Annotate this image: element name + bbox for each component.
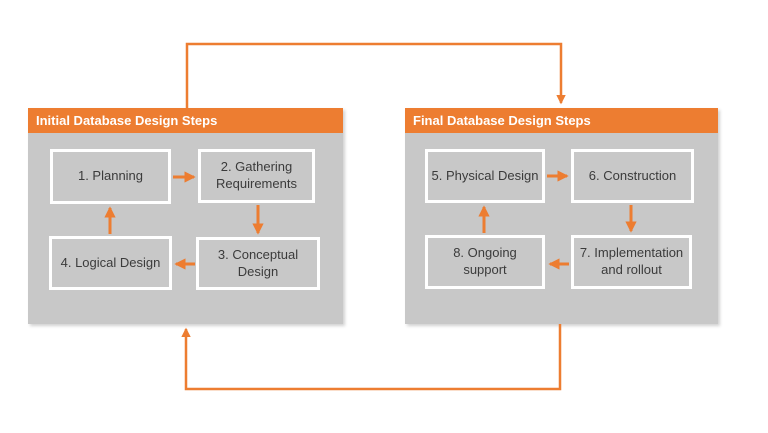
final-design-panel: Final Database Design Steps 5. Physical … (405, 108, 718, 324)
step-conceptual-design: 3. Conceptual Design (196, 237, 320, 290)
arrow-final-to-initial-loop (181, 324, 562, 391)
step-physical-design: 5. Physical Design (425, 149, 545, 203)
step-gathering-requirements: 2. Gathering Requirements (198, 149, 315, 203)
final-panel-title: Final Database Design Steps (405, 108, 718, 133)
step-planning: 1. Planning (50, 149, 171, 204)
initial-design-panel: Initial Database Design Steps 1. Plannin… (28, 108, 343, 324)
step-implementation-rollout: 7. Implementation and rollout (571, 235, 692, 289)
initial-panel-title: Initial Database Design Steps (28, 108, 343, 133)
step-logical-design: 4. Logical Design (49, 236, 172, 290)
arrow-initial-to-final-loop (185, 42, 566, 108)
step-ongoing-support: 8. Ongoing support (425, 235, 545, 289)
step-construction: 6. Construction (571, 149, 694, 203)
